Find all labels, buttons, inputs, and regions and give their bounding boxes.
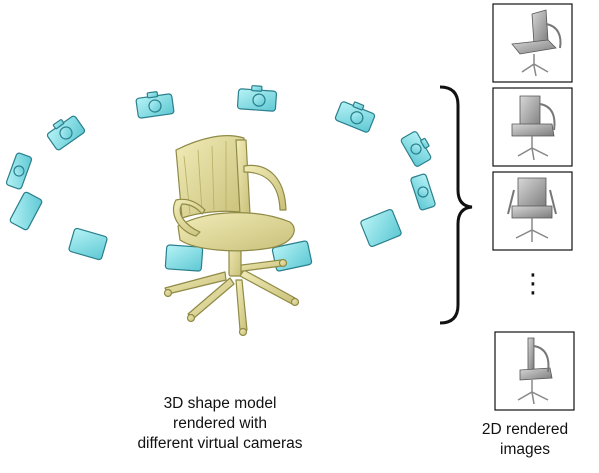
camera-icon: [164, 244, 204, 272]
camera-icon: [46, 115, 86, 151]
left-caption-line1: 3D shape model: [163, 395, 277, 412]
camera-icon: [5, 152, 33, 190]
office-chair-model: [163, 135, 300, 337]
left-caption: 3D shape model rendered with different v…: [95, 394, 345, 454]
rendered-chair-icon: [507, 177, 557, 242]
camera-icon: [410, 173, 436, 211]
right-caption-line2: images: [500, 441, 550, 458]
rendered-chair-icon: [517, 337, 553, 405]
rendered-image: [492, 3, 573, 83]
left-caption-line2: rendered with: [173, 415, 267, 432]
rendered-image: [492, 87, 573, 167]
right-caption: 2D rendered images: [455, 420, 595, 460]
rendered-image: [492, 171, 573, 251]
camera-icon: [68, 227, 108, 261]
rendered-image: [494, 331, 575, 411]
camera-icon: [135, 91, 175, 119]
camera-icon: [334, 101, 376, 133]
rendered-chair-icon: [511, 9, 562, 77]
camera-icon: [236, 85, 278, 112]
rendered-chair-icon: [511, 95, 556, 161]
rendered-images-column: ⋮: [492, 3, 575, 411]
left-caption-line3: different virtual cameras: [137, 435, 303, 452]
camera-icon: [360, 208, 402, 248]
ellipsis: ⋮: [520, 269, 546, 299]
right-caption-line1: 2D rendered: [481, 421, 569, 438]
brace-icon: [439, 85, 473, 325]
camera-icon: [9, 191, 43, 231]
camera-icon: [400, 131, 432, 167]
